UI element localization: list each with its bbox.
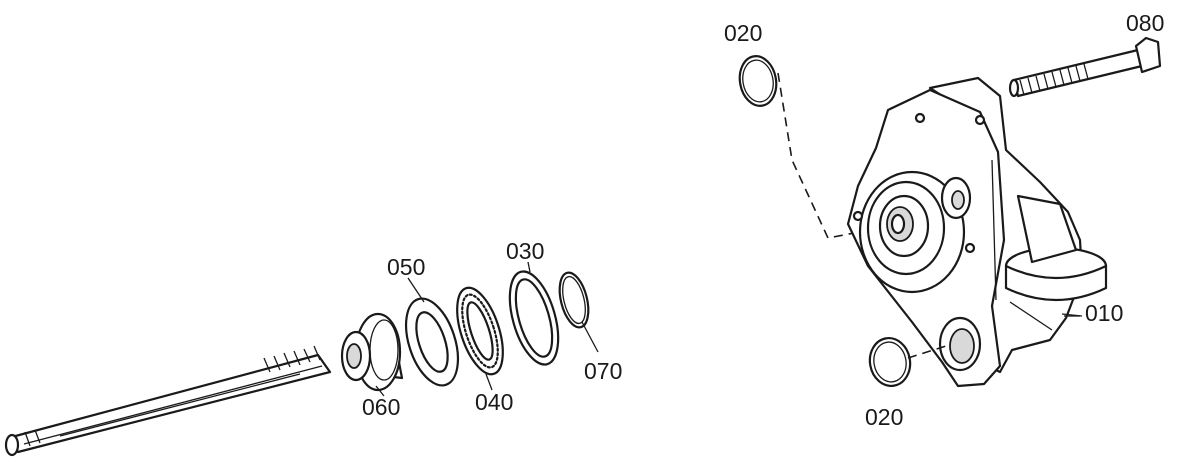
drive-shaft: [4, 345, 332, 457]
leader-lines: [375, 261, 1080, 397]
callout-020-bottom: 020: [865, 404, 904, 430]
callout-050: 050: [387, 254, 426, 280]
callout-060: 060: [362, 394, 401, 420]
needle-bearing-040: [456, 286, 504, 376]
pump-housing-010: [846, 76, 1108, 388]
o-ring-070: [558, 271, 599, 353]
washer-050: [404, 297, 460, 387]
o-ring-020-bottom: [868, 337, 947, 387]
callout-040: 040: [475, 389, 514, 415]
callout-020-top: 020: [724, 20, 763, 46]
callout-080: 080: [1126, 10, 1165, 36]
callout-010: 010: [1085, 300, 1124, 326]
bolt-080: [1008, 36, 1162, 98]
callout-030: 030: [506, 238, 545, 264]
callout-070: 070: [584, 358, 623, 384]
washer-030: [508, 270, 560, 366]
hub-060: [340, 312, 404, 392]
